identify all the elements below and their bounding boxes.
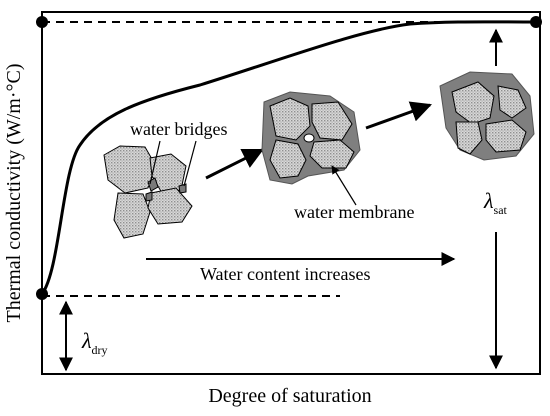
grain-cluster-dry (103, 145, 193, 239)
water-bridges-pointer-1 (149, 140, 161, 185)
y-axis-label: Thermal conductivity (W/m·°C) (3, 63, 25, 322)
lambda-sat-symbol: λ (483, 188, 494, 213)
conductivity-curve (40, 20, 537, 295)
sat-end-point-marker (530, 16, 542, 28)
cluster-transition-arrow-2 (365, 101, 432, 130)
lambda-dry-symbol: λ (81, 328, 92, 353)
water-bridges-label: water bridges (130, 119, 227, 139)
lambda-sat-label: λsat (483, 188, 508, 217)
x-axis-label: Degree of saturation (208, 385, 371, 407)
grain-cluster-membrane (261, 91, 361, 185)
lambda-dry-label: λdry (81, 328, 108, 357)
lambda-dry-subscript: dry (92, 343, 108, 357)
cluster-transition-arrow-1 (205, 148, 264, 180)
grain-cluster-saturated (439, 71, 535, 161)
plot-frame (41, 11, 541, 375)
lambda-sat-subscript: sat (494, 203, 508, 217)
water-membrane-label: water membrane (294, 202, 414, 222)
water-membrane-pointer (331, 165, 357, 206)
water-bridges-pointer-2 (183, 140, 197, 187)
water-content-label: Water content increases (200, 264, 370, 284)
dry-point-marker (36, 288, 48, 300)
sat-start-point-marker (36, 16, 48, 28)
